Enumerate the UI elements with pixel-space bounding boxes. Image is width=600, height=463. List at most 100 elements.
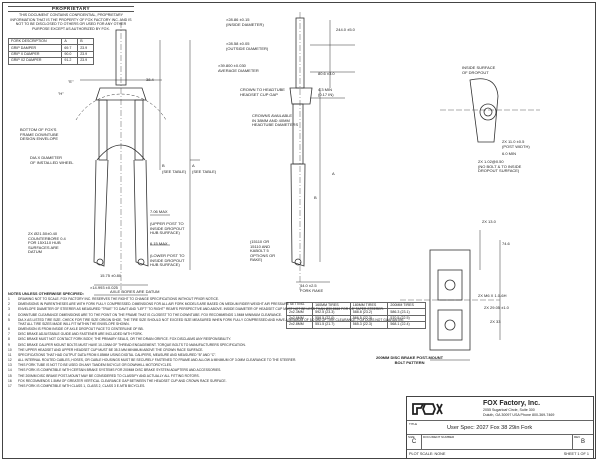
drawing-title: User Spec: 2027 Fox 38 29in Fork [447,425,533,431]
label-rake-note: (15110 OR 15110 AND KABOLT 5 OPTIONS OR … [250,239,276,263]
rev-value: B [580,439,585,445]
note-text: DISC BRAKE CALIPER MOUNT BOLTS MUST HAVE… [18,342,246,347]
label-inside-dropout: INSIDE SURFACE OF DROPOUT [462,65,496,75]
note-text: DIMENSIONS IN PARENTHESES ARE WITH FORK … [18,302,306,307]
label-6-15-note: (LOWER POST TO INSIDE DROPOUT HUB SURFAC… [150,253,185,268]
note-text: SPECIFICATIONS THAT HAD OUTPUT DATA FROM… [18,352,217,357]
label-post-distance: 2X 1.02@0.50 (NO BOLT & TO INSIDE DROPOU… [478,159,522,174]
table-row: 2x2.8MM 551.5 (21.7) 565.3 (22.3) 568.1 … [285,321,426,329]
front-view-dimensions [80,40,200,296]
table-row: 2x2.6MM 558.5 (22.0) 566.5 (22.3) 570.5 … [285,314,426,323]
table-cell: GRIP X2 DAMPER [7,57,63,65]
table-cell: 2x2.6MM [285,314,314,323]
title-block-scale-row: PLOT SCALE: NONE SHEET 1 OF 1 [407,450,593,459]
label-steerer-inside: ×28.86 ±0.15 (INSIDE DIAMETER) [226,17,264,27]
label-post-width: 2X 11.0 ±0.5 (POST WIDTH) [502,139,530,149]
table-header-cell [285,301,314,310]
proprietary-text: THIS DOCUMENT CONTAINS CONFIDENTIAL, PRO… [10,13,132,31]
title-block-doc-row: SIZE C DOCUMENT NUMBER REV B [407,435,593,450]
sheet-number: SHEET 1 OF 1 [563,452,589,456]
drawing-frame [2,2,596,459]
fork-description-table: FORK DESCRIPTION A B GRIP DAMPER 69.7 23… [7,37,94,65]
label-h: "H" [58,91,64,96]
proprietary-notice: PROPRIETARY THIS DOCUMENT CONTAINS CONFI… [8,6,134,31]
table-header-cell: 200MM TIRES [387,301,426,310]
front-view-fork [75,22,167,290]
note-text: DIMENSION IS FROM INSIDE OF AXLE DROPOUT… [18,326,144,331]
label-crowns-available: CROWNS AVAILABLE IN 38MM AND 40MM HEADTU… [252,113,299,128]
label-axle-datum: AXLE BORES ARE DATUM [110,289,160,294]
title-label: TITLE [409,422,418,426]
label-7-06: 7.06 MAX [150,209,168,214]
table-cell: 23.9 [77,57,94,65]
note-text: THIS FORK TUBE IS NOT TO BE USED ON ANY … [18,363,173,368]
dropout-detail [440,78,540,143]
side-view-fork [289,12,313,290]
size-value: C [411,439,417,445]
side-view-dimensions [296,20,355,283]
company-address-2: Duluth, GA 30097 USA Phone 800-369-7469 [483,413,555,417]
docnum-label: DOCUMENT NUMBER [423,435,455,439]
note-text: FOX RECOMMENDS 1.5MM OF GREATER VERTICAL… [18,378,227,383]
docnum-cell: DOCUMENT NUMBER [422,435,573,450]
label-e: "E" [68,79,74,84]
plot-scale: PLOT SCALE: NONE [409,452,446,456]
brake-pattern-title: 200MM DISC BRAKE POST-MOUNT BOLT PATTERN [376,355,444,365]
table-header-row: 160MM TIRES 180MM TIRES 200MM TIRES [285,301,426,310]
company-name: FOX Factory, Inc. [483,400,541,407]
table-cell: 586.3 (23.1) [387,308,426,316]
label-4-3-min: 4.3 MIN (0.17 IN) [318,87,334,97]
label-counterbore: 2X Ø21.50±0.40 COUNTERBORE 0.4 FOR 15X11… [28,231,66,255]
label-b-note-front: (SEE TABLE) [162,169,187,174]
label-7-06-note: (UPPER POST TO INSIDE DROPOUT HUB SURFAC… [150,221,185,236]
note-text: THE 200MM DISC BRAKE POST-MOUNT MAY BE C… [18,373,200,378]
table-cell: 2x2.8MM [285,321,314,329]
label-crown-headtube-gap: CROWN TO HEADTUBE HEADSET CUP GAP [240,87,285,97]
label-33: 2X 33 [490,319,501,324]
brake-mount-dimensions [430,230,501,361]
note-text: DRAWING NOT TO SCALE. FOX FACTORY INC. R… [18,297,219,301]
rev-label: REV [574,435,581,439]
title-block-title-row: TITLE User Spec: 2027 Fox 38 29in Fork [407,421,593,435]
title-block: FOX Factory, Inc. 2055 Sugarloaf Circle,… [406,396,594,459]
fox-logo-icon [412,403,443,415]
label-2x-33: 2X 29.05 ±1.0 [484,305,509,310]
table-cell: 570.5 (22.5) [387,314,426,323]
label-244: 244.0 ±5.0 [336,27,355,32]
label-thread: 2X M6 X 1.0-6H [478,293,507,298]
table-cell: 2x2.3MM [285,308,314,316]
rev-cell: REV B [573,435,593,450]
label-wheel-diameter: DIA X DIAMETER OF INSTALLED WHEEL [30,155,74,165]
label-average-diameter: ×39.800 ±0.030 AVERAGE DIAMETER [218,63,259,73]
company-address-1: 2055 Sugarloaf Circle, Suite 300 [483,408,535,412]
label-6-min: 6.0 MIN [502,151,517,156]
table-row: 2x2.3MM 592.5 (23.3) 588.8 (23.2) 586.3 … [285,308,426,316]
label-80-6: 80.6 ±3.0 [318,71,335,76]
proprietary-title: PROPRIETARY [8,6,134,13]
label-6-15: 6.15 MAX [150,241,168,246]
brake-mount-detail [400,249,500,351]
note-text: DISC BRAKE ADJUSTABLE GUIDE AND FASTENER… [18,332,143,337]
note-text: DOWNTUBE CLEARANCE DIMENSIONS ARE TO THE… [18,312,282,317]
label-a-side: A [332,171,335,176]
label-fork-rake: 44.0 ±2.5 FORK RAKE [300,283,324,293]
label-a-note-front: (SEE TABLE) [192,169,217,174]
table-row: GRIP X2 DAMPER 91.2 23.9 [7,57,94,65]
size-cell: SIZE C [407,435,422,450]
